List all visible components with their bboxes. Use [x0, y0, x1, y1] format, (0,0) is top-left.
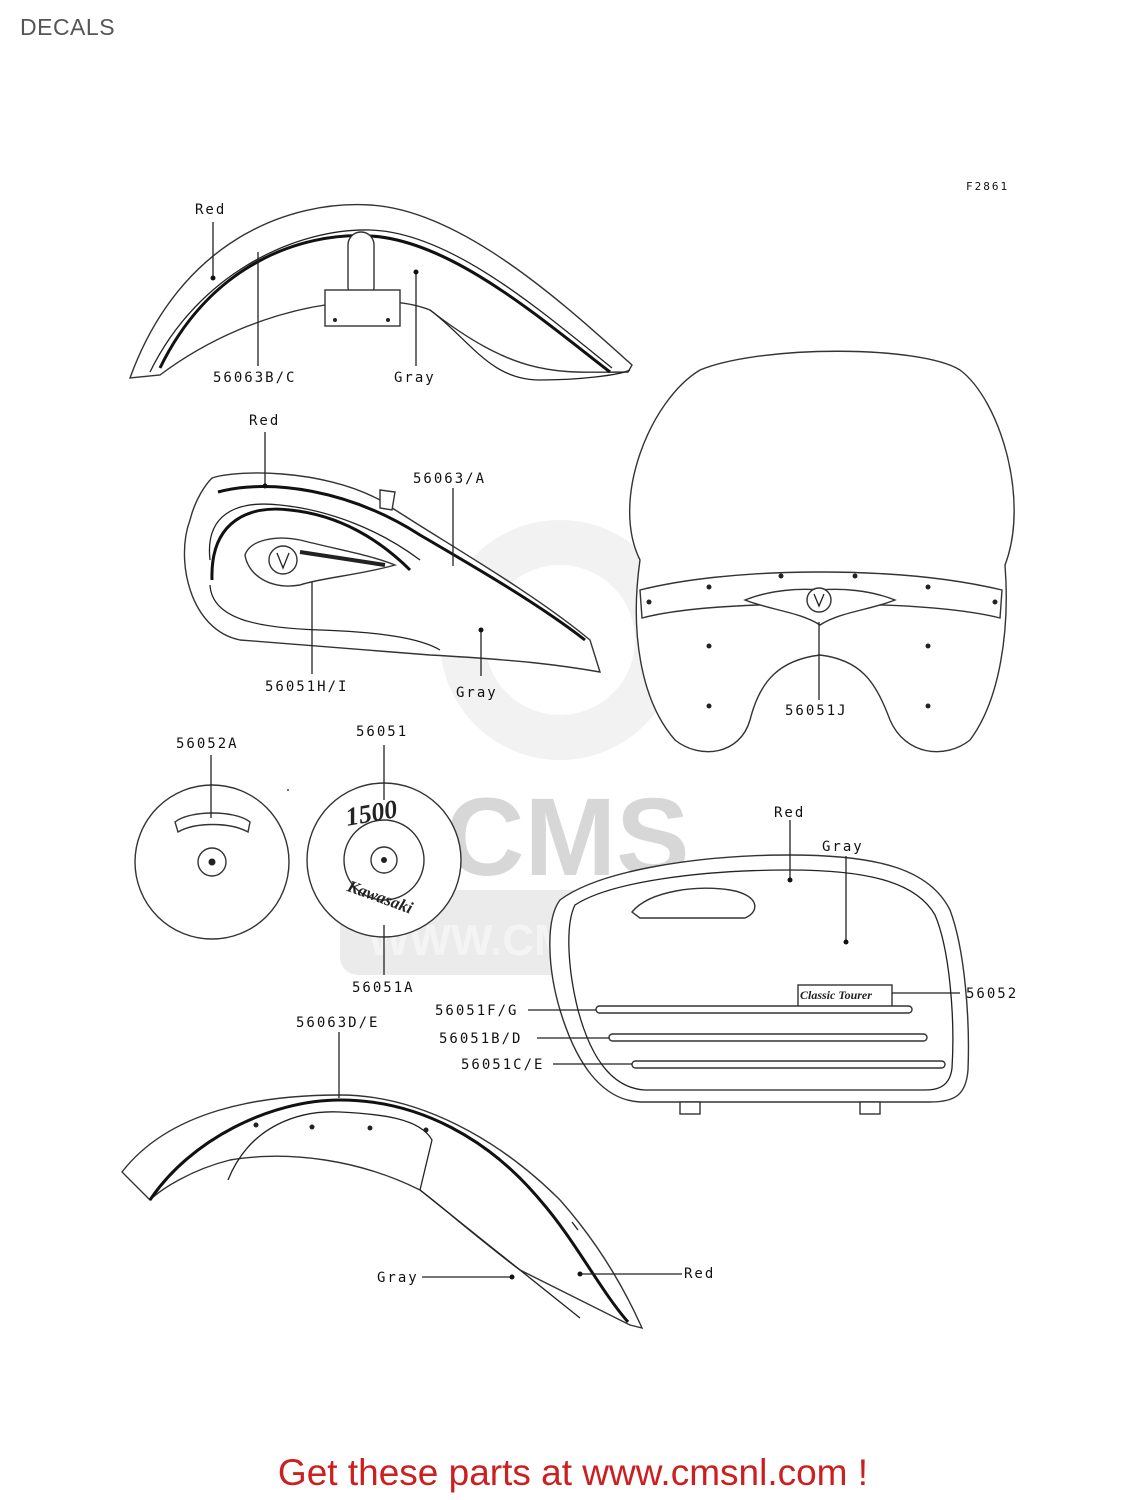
side-cover-right: 1500 Kawasaki [306, 782, 462, 938]
label-saddlebag-stripe3-part: 56051C/E [461, 1057, 544, 1073]
badge-classic-tourer: Classic Tourer [800, 988, 872, 1002]
label-rear-fender-red: Red [195, 202, 226, 218]
label-rear-fender-part: 56063B/C [213, 370, 296, 386]
page-title: DECALS [20, 14, 116, 40]
leader-dot [577, 1271, 583, 1277]
label-front-fender-part: 56063D/E [296, 1015, 379, 1031]
label-cover-right-bottom-part: 56051A [352, 980, 415, 996]
label-front-fender-gray: Gray [377, 1270, 419, 1286]
label-windshield-emblem-part: 56051J [785, 703, 848, 719]
label-tank-stripe-part: 56063/A [413, 471, 486, 487]
windshield [628, 350, 1015, 753]
figure-id: F2861 [966, 180, 1009, 193]
leader-dot [413, 269, 419, 275]
label-saddlebag-badge-part: 56052 [966, 986, 1018, 1002]
side-cover-left [134, 784, 290, 940]
leader-dot [843, 939, 849, 945]
leader-dot [787, 877, 793, 883]
label-saddlebag-gray: Gray [822, 839, 864, 855]
label-cover-right-top-part: 56051 [356, 724, 408, 740]
saddlebag: Classic Tourer [549, 854, 970, 1115]
label-saddlebag-stripe2-part: 56051B/D [439, 1031, 522, 1047]
leader-dot [210, 275, 216, 281]
label-tank-gray: Gray [456, 685, 498, 701]
label-rear-fender-gray: Gray [394, 370, 436, 386]
leader-dot [509, 1274, 515, 1280]
fuel-tank [183, 472, 602, 673]
footer-link[interactable]: Get these parts at www.cmsnl.com ! [277, 1452, 869, 1493]
label-saddlebag-red: Red [774, 805, 805, 821]
dot [287, 789, 289, 791]
label-saddlebag-stripe1-part: 56051F/G [435, 1003, 518, 1019]
front-fender [121, 1094, 644, 1330]
rear-fender [128, 203, 633, 381]
label-front-fender-red: Red [684, 1266, 715, 1282]
label-cover-left-part: 56052A [176, 736, 239, 752]
leader-dot [478, 627, 484, 633]
label-tank-emblem-part: 56051H/I [265, 679, 348, 695]
label-tank-red: Red [249, 413, 280, 429]
leader-dot [262, 483, 268, 489]
